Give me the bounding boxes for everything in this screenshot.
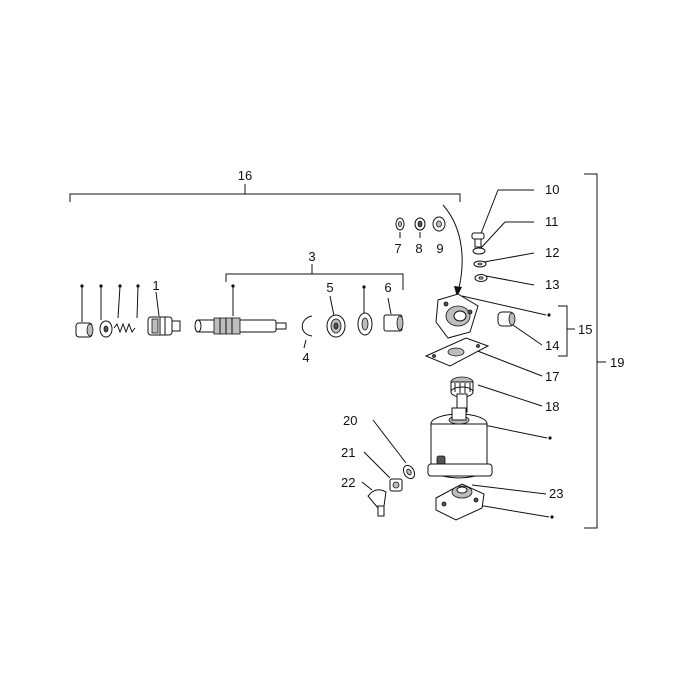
label-12: 12 [545, 245, 559, 260]
bracket-16 [69, 184, 461, 202]
label-21: 21 [341, 445, 355, 460]
label-22: 22 [341, 475, 355, 490]
bracket-19 [584, 173, 606, 529]
part-8-washer [414, 217, 426, 231]
part-12-lock-washer [473, 260, 487, 268]
callout-labels: 16 3 1 5 6 4 7 8 9 10 11 12 13 15 14 17 … [152, 168, 624, 501]
part-13-nut [474, 274, 488, 282]
label-13: 13 [545, 277, 559, 292]
bracket-3 [225, 264, 404, 290]
part-spring [113, 322, 136, 334]
part-5-bearing [326, 314, 346, 338]
label-7: 7 [394, 241, 401, 256]
label-3: 3 [308, 249, 315, 264]
part-17-gasket [424, 337, 490, 367]
label-9: 9 [436, 241, 443, 256]
label-5: 5 [326, 280, 333, 295]
part-1-drive-pinion [147, 316, 181, 336]
label-1: 1 [152, 278, 159, 293]
label-8: 8 [415, 241, 422, 256]
leader-lines [80, 189, 554, 519]
part-4-circlip [301, 315, 313, 337]
part-drive-shaft [194, 317, 287, 335]
label-10: 10 [545, 182, 559, 197]
label-20: 20 [343, 413, 357, 428]
part-14-bush [497, 311, 516, 327]
part-gear [357, 312, 373, 336]
bracket-15 [558, 305, 575, 357]
label-18: 18 [545, 399, 559, 414]
part-cap [75, 322, 94, 338]
part-18-pinion-gear [450, 376, 474, 413]
label-17: 17 [545, 369, 559, 384]
part-9-nut [432, 216, 446, 232]
label-6: 6 [384, 280, 391, 295]
label-14: 14 [545, 338, 559, 353]
part-end-cover [435, 293, 479, 339]
label-15: 15 [578, 322, 592, 337]
label-4: 4 [302, 350, 309, 365]
label-23: 23 [549, 486, 563, 501]
part-21-nut [389, 478, 403, 492]
part-20-o-ring [402, 464, 416, 480]
part-11-washer [472, 247, 486, 255]
label-16: 16 [238, 168, 252, 183]
assembly-arrow [442, 204, 463, 297]
part-10-bolt [471, 232, 485, 248]
label-19: 19 [610, 355, 624, 370]
part-23-end-plate [435, 483, 485, 521]
part-motor-housing [427, 407, 493, 479]
part-7-washer [395, 217, 405, 231]
part-washer [99, 320, 113, 338]
part-6-bushing [383, 314, 404, 332]
label-11: 11 [545, 214, 559, 229]
part-22-terminal-boot [367, 489, 387, 517]
